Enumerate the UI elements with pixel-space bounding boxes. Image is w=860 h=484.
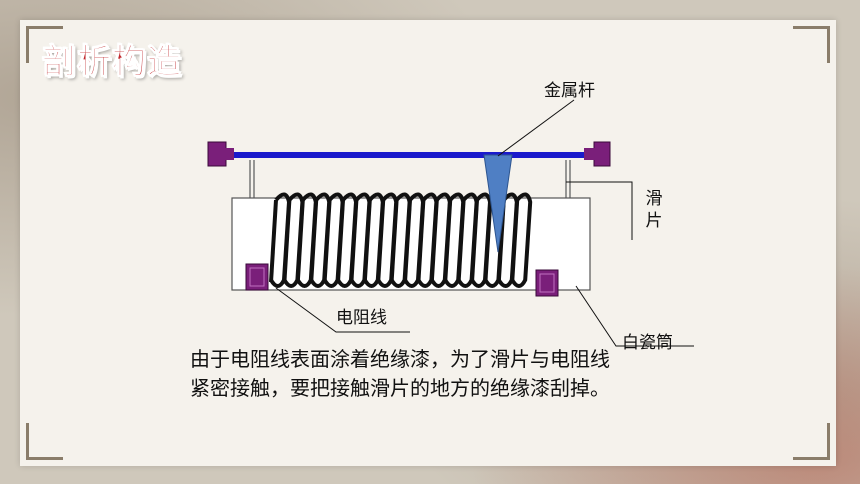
coil-front-loop <box>443 192 466 288</box>
coil-terminal-right <box>535 269 559 297</box>
slide-heading: 剖析构造 <box>42 42 182 83</box>
rod-terminal-left-nut <box>224 148 234 160</box>
coil-front-loop <box>510 192 533 288</box>
coil-front-loop <box>456 192 479 288</box>
rod-terminal-left <box>207 141 227 167</box>
corner-ornament-bottom-left <box>26 423 63 460</box>
coil-terminal-left-inner <box>249 267 265 287</box>
leader-metal-rod <box>497 99 575 157</box>
coil-front-loop <box>322 192 345 288</box>
label-metal-rod: 金属杆 <box>544 81 595 101</box>
coil-front-loop <box>497 192 519 288</box>
leader-porcelain-tube <box>575 285 694 347</box>
coil-front-loops <box>269 192 533 288</box>
label-porcelain-tube: 白瓷筒 <box>622 333 673 353</box>
coil-front-loop <box>403 192 426 288</box>
coil-front-loop <box>296 192 318 288</box>
coil-front-loop <box>430 192 452 288</box>
coil-front-loop <box>282 192 305 288</box>
slider-piece <box>483 154 513 253</box>
coil-front-loop <box>269 192 292 288</box>
corner-ornament-bottom-right <box>793 423 830 460</box>
leader-slider <box>566 181 633 240</box>
coil-front-loop <box>349 192 372 288</box>
metal-rod <box>230 152 592 158</box>
corner-ornament-top-left <box>26 26 63 63</box>
rod-terminal-right-nut <box>584 148 596 160</box>
label-resistance-wire: 电阻线 <box>336 308 387 328</box>
coil-front-loop <box>363 192 385 288</box>
coil-front-loop <box>309 192 332 288</box>
rod-terminal-right <box>593 141 611 167</box>
label-slider: 滑片 <box>645 189 663 231</box>
coil-back-strand <box>269 199 278 283</box>
corner-ornament-top-right <box>793 26 830 63</box>
coil-front-loop <box>416 192 439 288</box>
coil-front-loop <box>470 192 493 288</box>
coil-front-loop <box>376 192 399 288</box>
coil-front-loop <box>389 192 412 288</box>
coil-terminal-left <box>245 263 269 291</box>
coil-terminal-right-inner <box>539 273 555 293</box>
leader-resistance-wire <box>275 287 410 333</box>
explanation-text: 由于电阻线表面涂着绝缘漆，为了滑片与电阻线紧密接触，要把接触滑片的地方的绝缘漆刮… <box>190 347 610 400</box>
coil-front-loop <box>336 192 359 288</box>
